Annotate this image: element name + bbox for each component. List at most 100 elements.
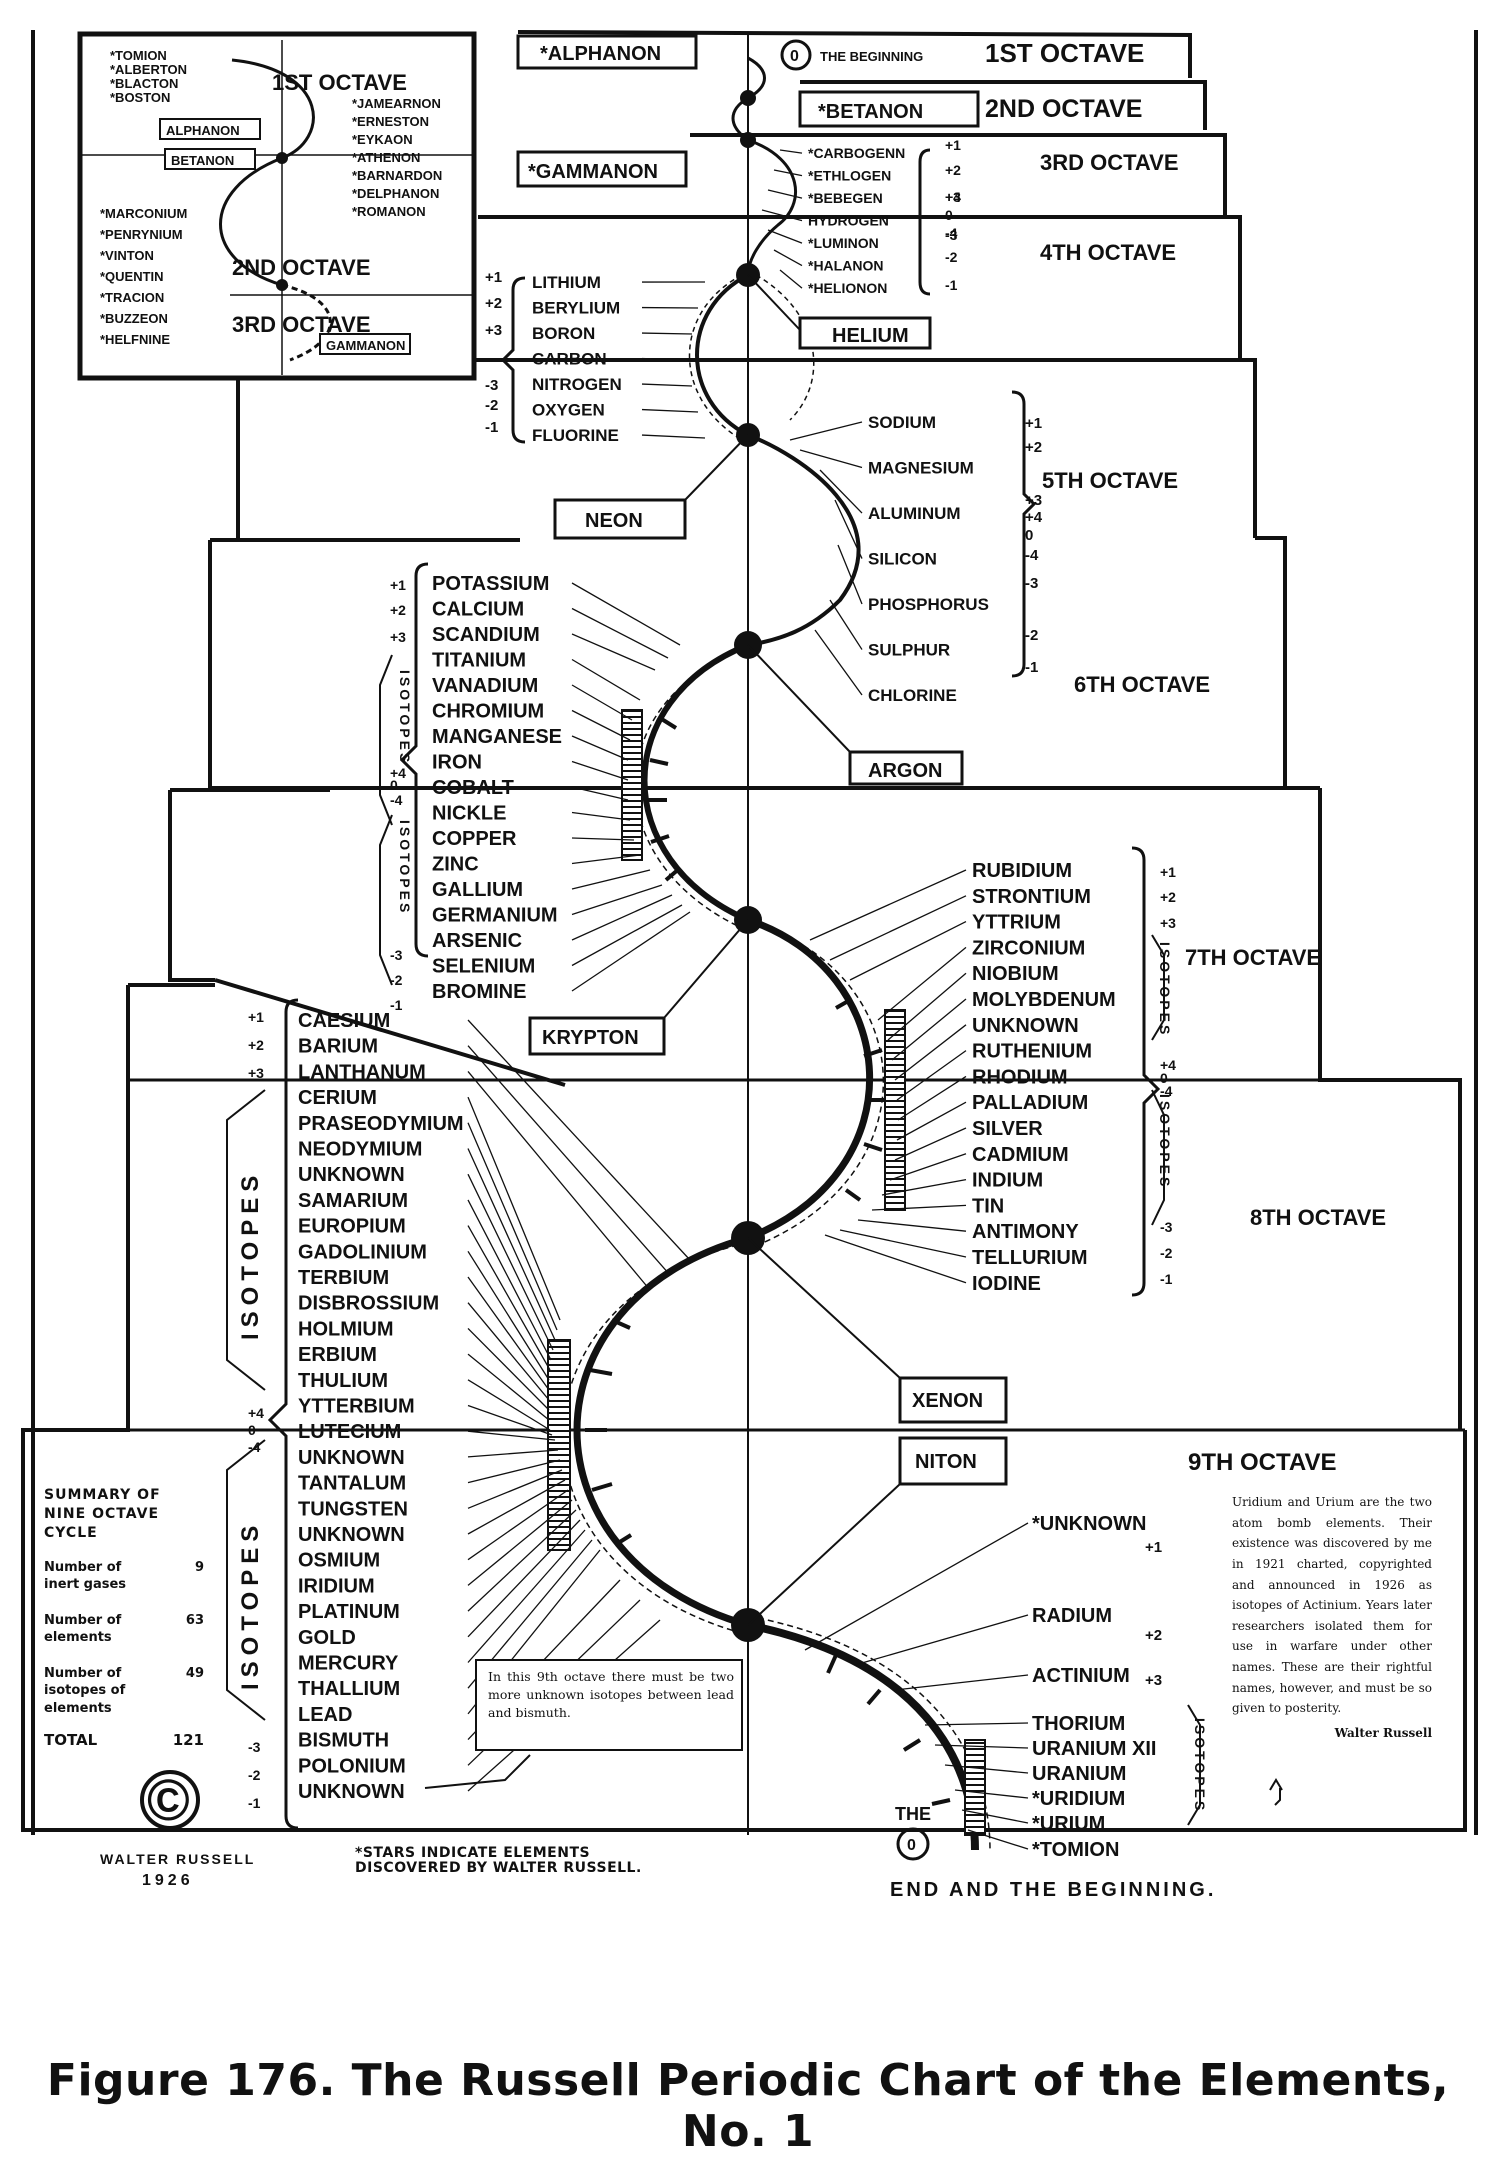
neon-box: NEON (555, 435, 748, 538)
valence-sign: -3 (485, 377, 498, 394)
leader-line (468, 1020, 690, 1260)
leader-line (840, 1230, 966, 1257)
oct4_elements-element: BORON (532, 324, 595, 343)
leader-line (468, 1450, 558, 1457)
oct8_elements-element: UNKNOWN (298, 1781, 405, 1803)
oct5_elements-element: PHOSPHORUS (868, 595, 989, 614)
inset-element: *ROMANON (352, 204, 426, 219)
valence-sign: -1 (248, 1795, 261, 1811)
inset-element: *QUENTIN (100, 269, 164, 284)
oct6_elements-element: COPPER (432, 828, 517, 850)
leader-line (468, 1149, 555, 1341)
leader-line (642, 410, 698, 412)
leader-line (572, 885, 662, 915)
leader-line (572, 912, 690, 991)
oct8_elements-element: UNKNOWN (298, 1524, 405, 1546)
leader-line (642, 333, 692, 334)
sign-brace (920, 150, 930, 294)
note-atom-bomb: Uridium and Urium are the two atom bomb … (1232, 1492, 1432, 1744)
oct8_elements-element: THULIUM (298, 1370, 388, 1392)
leader-line (572, 762, 628, 781)
valence-sign: +2 (945, 162, 961, 178)
oct7_elements-element: PALLADIUM (972, 1092, 1088, 1114)
leader-line (468, 1328, 549, 1410)
valence-sign: +1 (945, 137, 961, 153)
note-9th-octave: In this 9th octave there must be two mor… (488, 1668, 734, 1722)
leader-line (468, 1530, 585, 1663)
inset-element: *JAMEARNON (352, 96, 441, 111)
oct6_elements-element: BROMINE (432, 981, 526, 1003)
oct8_elements-element: DISBROSSIUM (298, 1293, 439, 1315)
leader-line (768, 230, 802, 243)
valence-sign: -1 (945, 277, 958, 293)
valence-sign: -3 (248, 1739, 261, 1755)
end-and-beginning-label: END AND THE BEGINNING. (890, 1879, 1216, 1901)
valence-sign: +3 (1145, 1672, 1162, 1689)
oct5_elements-element: SODIUM (868, 413, 936, 432)
oct9_elements-element: *TOMION (1032, 1839, 1119, 1861)
oct4_elements-element: OXYGEN (532, 401, 605, 420)
oct4_elements-element: CARBON (532, 350, 607, 369)
alphanon-label: *ALPHANON (540, 43, 661, 65)
oct8_elements-element: ERBIUM (298, 1344, 377, 1366)
isotopes-oct8b: ISOTOPES (237, 1520, 264, 1690)
oct3_4_elements-element: *HALANON (808, 258, 883, 274)
oct7_elements-element: MOLYBDENUM (972, 989, 1116, 1011)
valence-sign: 0 (390, 777, 398, 793)
valence-sign: -1 (1160, 1271, 1173, 1287)
valence-sign: +1 (1160, 864, 1176, 880)
valence-sign: -4 (390, 792, 403, 808)
oct8_elements-element: POLONIUM (298, 1755, 406, 1777)
note-pointers (425, 1755, 1282, 1805)
valence-sign: -2 (1025, 627, 1038, 644)
niton-label: NITON (915, 1451, 977, 1473)
inset-element: *TRACION (100, 290, 164, 305)
leader-line (888, 973, 966, 1040)
oct8_elements-element: TERBIUM (298, 1267, 389, 1289)
argon-box: ARGON (748, 645, 962, 784)
oct6_elements-element: TITANIUM (432, 650, 526, 672)
oct6_elements-element: GALLIUM (432, 879, 523, 901)
oct6_elements-element: MANGANESE (432, 726, 562, 748)
octave1-title: 1ST OCTAVE (985, 38, 1144, 68)
valence-sign: -2 (1160, 1245, 1173, 1261)
leader-line (855, 1615, 1028, 1665)
oct5_elements-element: ALUMINUM (868, 504, 961, 523)
oct8_elements-element: SAMARIUM (298, 1190, 408, 1212)
oct9_elements-element: *URIDIUM (1032, 1788, 1125, 1810)
valence-sign: -3 (390, 947, 403, 963)
end-the-label: THE (895, 1804, 931, 1824)
oct6_elements-element: VANADIUM (432, 675, 538, 697)
oct3_4_elements-element: *HELIONON (808, 280, 887, 296)
sign-brace (1132, 848, 1158, 1295)
oct8_elements-element: NEODYMIUM (298, 1139, 422, 1161)
oct9_elements-element: *URIUM (1032, 1813, 1105, 1835)
note-atom-bomb-text: Uridium and Urium are the two atom bomb … (1232, 1495, 1432, 1715)
oct8_elements-element: BARIUM (298, 1036, 378, 1058)
oct3_4_elements-element: HYDROGEN (808, 213, 889, 229)
oct5_elements-element: SULPHUR (868, 641, 950, 660)
oct4_elements-element: BERYLIUM (532, 299, 620, 318)
oct7_elements-element: RUTHENIUM (972, 1041, 1092, 1063)
oct8_elements-element: YTTERBIUM (298, 1396, 415, 1418)
leader-line (774, 250, 802, 266)
leader-line (858, 1220, 966, 1231)
oct6_elements-element: POTASSIUM (432, 573, 549, 595)
oct8_elements-element: LANTHANUM (298, 1061, 426, 1083)
oct7_signs-labels: +1+2+3+40-4-3-2-1 (1160, 864, 1176, 1287)
valence-sign: -2 (485, 397, 498, 414)
octave8-title: 8TH OCTAVE (1250, 1205, 1386, 1230)
oct8_elements-element: UNKNOWN (298, 1447, 405, 1469)
leader-line (925, 1723, 1028, 1725)
inset-box-label: ALPHANON (166, 123, 240, 138)
octave2-title: 2ND OCTAVE (985, 95, 1142, 123)
oct9_elements-element: URANIUM (1032, 1763, 1126, 1785)
valence-sign: +4 (945, 189, 961, 205)
isotope-zone-oct9 (965, 1740, 985, 1835)
oct8_elements-element: GOLD (298, 1627, 356, 1649)
valence-sign: 0 (945, 207, 953, 223)
svg-text:KRYPTON: KRYPTON (542, 1027, 639, 1049)
leader-line (468, 1226, 550, 1370)
leader-line (895, 1675, 1028, 1690)
oct8_elements-element: PLATINUM (298, 1601, 400, 1623)
